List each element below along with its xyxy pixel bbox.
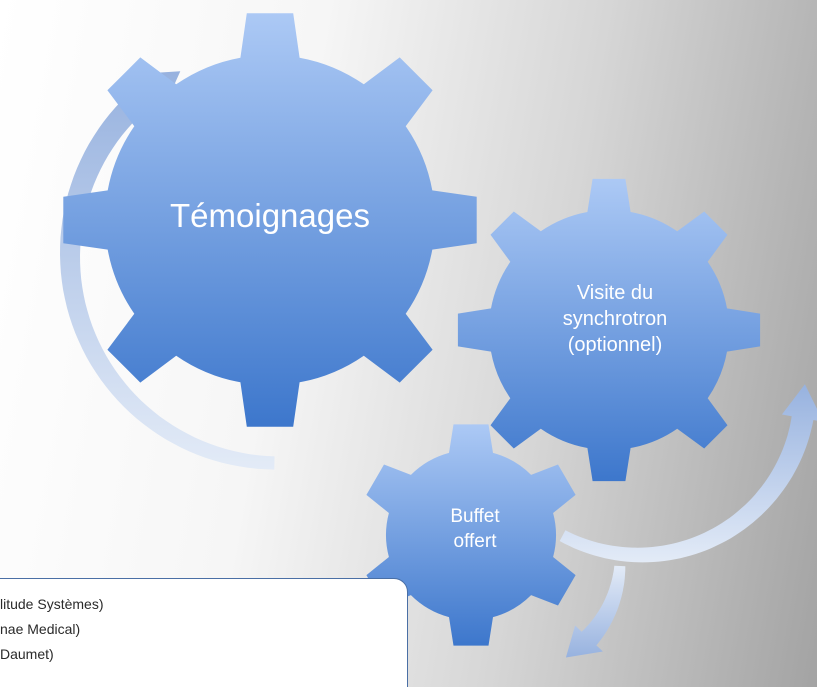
info-line: Daumet) xyxy=(0,646,54,662)
gear-label-visite: Visite du synchrotron (optionnel) xyxy=(562,282,668,356)
gear-label-buffet: Buffet offert xyxy=(450,506,500,552)
info-line: litude Systèmes) xyxy=(0,596,104,612)
cycle-arrow-right xyxy=(559,384,817,563)
cycle-arrow-bottom xyxy=(565,565,626,658)
small-gear xyxy=(366,424,576,646)
gear-label-temoignages: Témoignages xyxy=(170,197,370,234)
cycle-arrow-left xyxy=(60,71,275,470)
large-gear xyxy=(63,13,477,427)
info-text-box xyxy=(0,578,408,687)
info-line: nae Medical) xyxy=(0,621,81,637)
medium-gear xyxy=(457,178,761,482)
